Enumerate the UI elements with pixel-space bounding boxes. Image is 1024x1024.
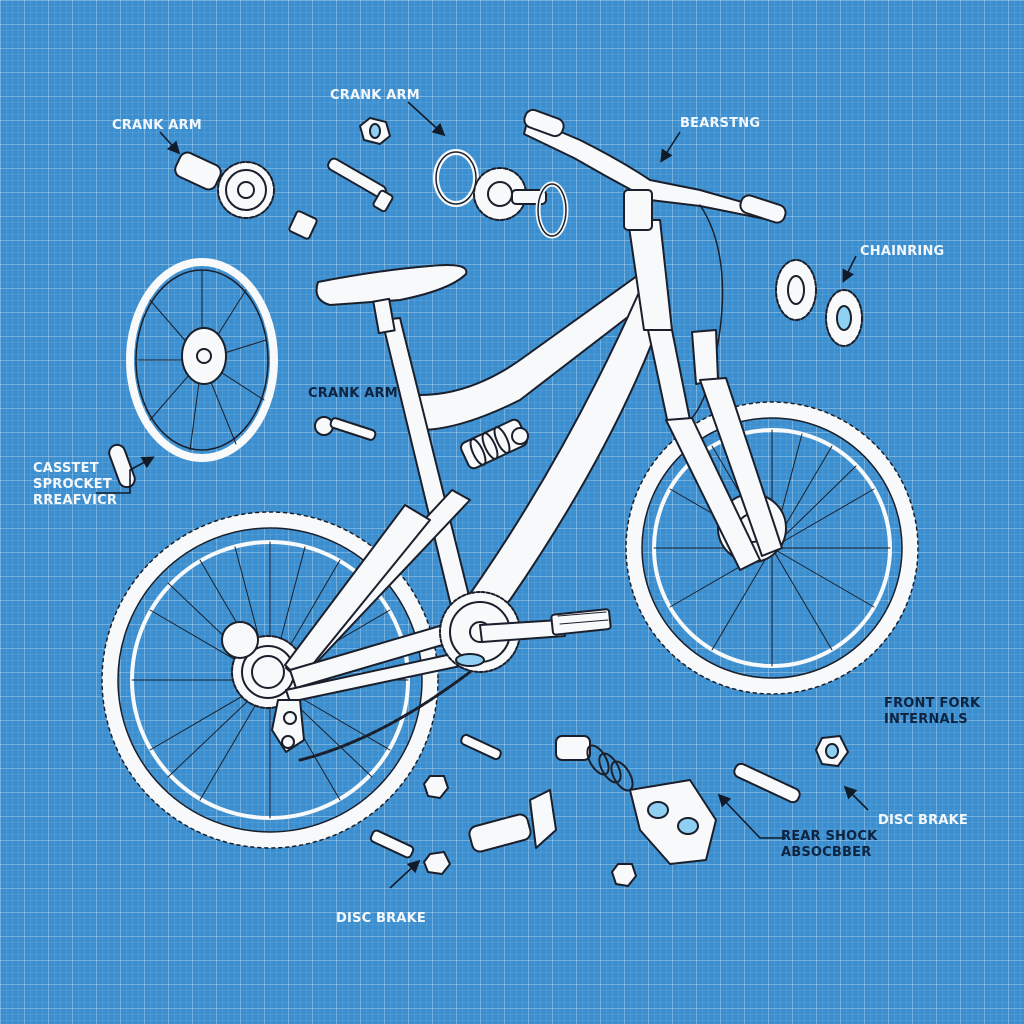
saddle — [315, 264, 468, 335]
nut-bottom-3 — [611, 863, 637, 887]
nut-right — [815, 735, 849, 767]
nut-bottom-2 — [423, 851, 451, 875]
brake-caliper — [629, 779, 717, 865]
label-crank-arm-middle: CRANK ARM — [308, 386, 398, 401]
label-rear-shock-absorber: REAR SHOCK ABSOCBBER — [781, 829, 878, 860]
handlebar — [523, 108, 787, 421]
bearing-chainring-top — [433, 149, 569, 239]
dropout-bottom — [468, 789, 557, 853]
label-front-fork-internals: FRONT FORK INTERNALS — [884, 696, 981, 727]
leader-arrows — [96, 101, 869, 889]
chainring-parts-right — [775, 259, 863, 347]
label-bearing: BEARSTNG — [680, 116, 761, 131]
bolt-right — [733, 762, 801, 804]
chain — [298, 670, 472, 762]
bolt-top — [327, 157, 394, 213]
crank-bolt-middle — [314, 416, 377, 441]
spring-shock-exploded — [555, 735, 634, 792]
rear-shock — [460, 418, 529, 470]
nut-top — [359, 117, 391, 145]
crankset — [439, 591, 612, 673]
label-disc-brake-bottom: DISC BRAKE — [336, 911, 426, 926]
label-disc-brake-right: DISC BRAKE — [878, 813, 968, 828]
cassette-part — [174, 151, 318, 240]
bolt-bottom-2 — [369, 829, 415, 859]
bolt-bottom-1 — [460, 733, 502, 761]
label-crank-arm-top-left: CRANK ARM — [112, 118, 202, 133]
loose-wheel — [126, 258, 278, 462]
front-fork — [647, 329, 783, 571]
nut-bottom-1 — [423, 775, 449, 799]
label-crank-arm-top-center: CRANK ARM — [330, 88, 420, 103]
bike-frame — [284, 219, 673, 703]
rear-derailleur — [271, 699, 305, 753]
label-chainring: CHAINRING — [860, 244, 945, 259]
label-cassette-sprocket: CASSTET SPROCKET RREAFVICR — [33, 461, 118, 508]
